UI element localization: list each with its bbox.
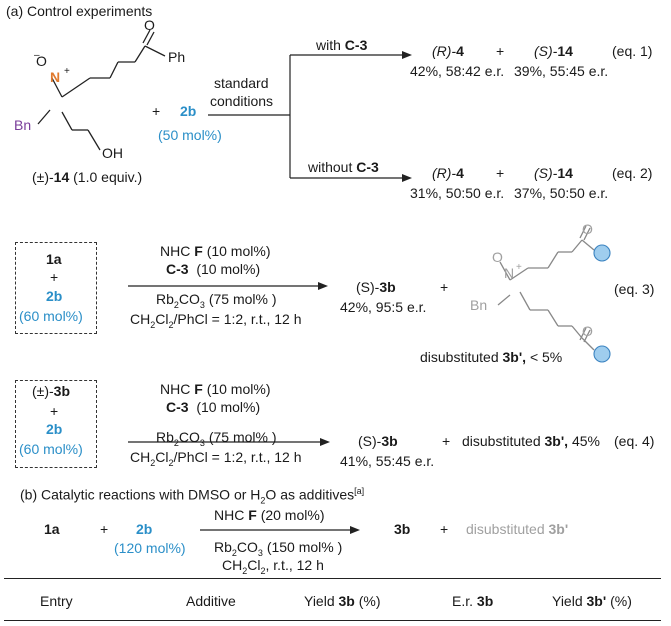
b-plus: + [100, 521, 109, 537]
eq4-reactant-3b: (±)-3b [32, 383, 71, 399]
arrow-head-b [350, 526, 360, 534]
eq4-reactant-2b-amount: (60 mol%) [19, 441, 83, 457]
plus-a: + [152, 103, 161, 119]
eq3-cond-solvent: CH2Cl2/PhCl = 1:2, r.t., 12 h [130, 311, 302, 330]
structure-3b-prime [497, 225, 595, 351]
conditions-line2: conditions [210, 93, 274, 109]
eq2-plus: + [496, 165, 505, 181]
eq3-cond-nhc: NHC F (10 mol%) [160, 243, 271, 259]
b-cond-base: Rb2CO3 (150 mol% ) [214, 539, 343, 558]
eq2-product2: (S)-14 [534, 165, 573, 181]
eq1-yield2: 39%, 55:45 e.r. [514, 63, 609, 79]
section-a-title: (a) Control experiments [6, 3, 153, 19]
arrow-head-eq3 [318, 282, 328, 290]
eq1-label: (eq. 1) [612, 43, 653, 59]
col-additive: Additive [186, 593, 236, 609]
eq2-product1: (R)-4 [432, 165, 464, 181]
eq1-condition: with C-3 [316, 37, 368, 53]
atom-N-plus: N [50, 69, 61, 85]
reagent-2b: 2b [180, 103, 197, 119]
atom-Bn: Bn [14, 117, 32, 133]
eq1-yield1: 42%, 58:42 e.r. [410, 63, 505, 79]
compound-14-label: (±)-14 (1.0 equiv.) [32, 169, 143, 185]
eq3-reactant-2b-amount: (60 mol%) [19, 308, 83, 324]
reactant-box-eq3 [15, 242, 97, 334]
b-product-3b: 3b [394, 521, 411, 537]
col-yield-3b: Yield 3b (%) [304, 593, 381, 609]
b-cond-solvent: CH2Cl2, r.t., 12 h [222, 557, 324, 576]
structure-14 [37, 29, 166, 151]
atom-OH: OH [102, 145, 123, 161]
b-reactant-2b-amount: (120 mol%) [114, 540, 186, 556]
eq4-box-plus: + [50, 403, 59, 419]
eq3-label: (eq. 3) [614, 281, 655, 297]
eq3-reactant-1a: 1a [46, 251, 62, 267]
eq4-product: (S)-3b [358, 433, 398, 449]
atom-O-carbonyl: O [144, 17, 155, 33]
b-side-product: disubstituted 3b' [466, 521, 569, 537]
eq4-reactant-2b: 2b [46, 421, 63, 437]
branch-arrows [208, 54, 402, 179]
substituent-ball-bottom [593, 345, 611, 363]
eq3-side-O: O [492, 249, 503, 265]
b-cond-nhc: NHC F (20 mol%) [214, 507, 325, 523]
eq4-side-product: disubstituted 3b', 45% [462, 433, 600, 449]
col-yield-3b-prime: Yield 3b' (%) [552, 593, 632, 609]
eq3-side-O-bottom: O [582, 323, 593, 339]
table-top-rule [4, 578, 661, 579]
substituent-ball-top [593, 244, 611, 262]
eq3-reactant-2b: 2b [46, 288, 63, 304]
atom-Ph: Ph [168, 49, 186, 65]
eq1-plus: + [496, 43, 505, 59]
arrow-head-eq1 [402, 51, 412, 59]
charge-plus: + [64, 66, 70, 77]
eq3-box-plus: + [50, 269, 59, 285]
eq1-product1: (R)-4 [432, 43, 464, 59]
eq1-product2: (S)-14 [534, 43, 573, 59]
eq3-side-O-top: O [582, 221, 593, 237]
b-reactant-2b: 2b [136, 521, 153, 537]
reagent-2b-amount: (50 mol%) [158, 127, 222, 143]
arrow-head-eq4 [320, 438, 330, 446]
eq3-cond-base: Rb2CO3 (75 mol% ) [156, 291, 277, 310]
eq3-side-product-caption: disubstituted 3b', < 5% [420, 349, 563, 365]
eq3-side-N-plus: + [516, 262, 522, 273]
eq3-product-yield: 42%, 95:5 e.r. [340, 299, 427, 315]
eq2-label: (eq. 2) [612, 165, 653, 181]
eq3-side-Bn: Bn [470, 297, 488, 313]
eq2-yield1: 31%, 50:50 e.r. [410, 185, 505, 201]
eq2-yield2: 37%, 50:50 e.r. [514, 185, 609, 201]
section-b-title: (b) Catalytic reactions with DMSO or H2O… [20, 486, 365, 506]
eq4-cond-nhc: NHC F (10 mol%) [160, 381, 271, 397]
atom-O-minus: O [36, 53, 47, 69]
col-entry: Entry [40, 593, 73, 609]
eq4-cond-base: Rb2CO3 (75 mol% ) [156, 429, 277, 448]
reactant-box-eq4 [15, 380, 97, 468]
table-header-rule [4, 620, 661, 621]
charge-minus: – [34, 50, 40, 61]
eq4-cond-solvent: CH2Cl2/PhCl = 1:2, r.t., 12 h [130, 449, 302, 468]
b-reactant-1a: 1a [44, 521, 60, 537]
eq3-plus: + [440, 279, 449, 295]
eq4-plus: + [442, 433, 451, 449]
eq2-condition: without C-3 [308, 159, 379, 175]
eq3-product: (S)-3b [356, 279, 396, 295]
eq4-label: (eq. 4) [614, 433, 655, 449]
eq4-product-yield: 41%, 55:45 e.r. [340, 453, 435, 469]
b-product-plus: + [440, 521, 449, 537]
conditions-line1: standard [214, 75, 269, 91]
eq4-cond-c3: C-3 (10 mol%) [166, 399, 261, 415]
eq3-cond-c3: C-3 (10 mol%) [166, 261, 261, 277]
col-er-3b: E.r. 3b [452, 593, 494, 609]
arrow-head-eq2 [402, 174, 412, 182]
eq3-side-N: N [504, 265, 515, 281]
